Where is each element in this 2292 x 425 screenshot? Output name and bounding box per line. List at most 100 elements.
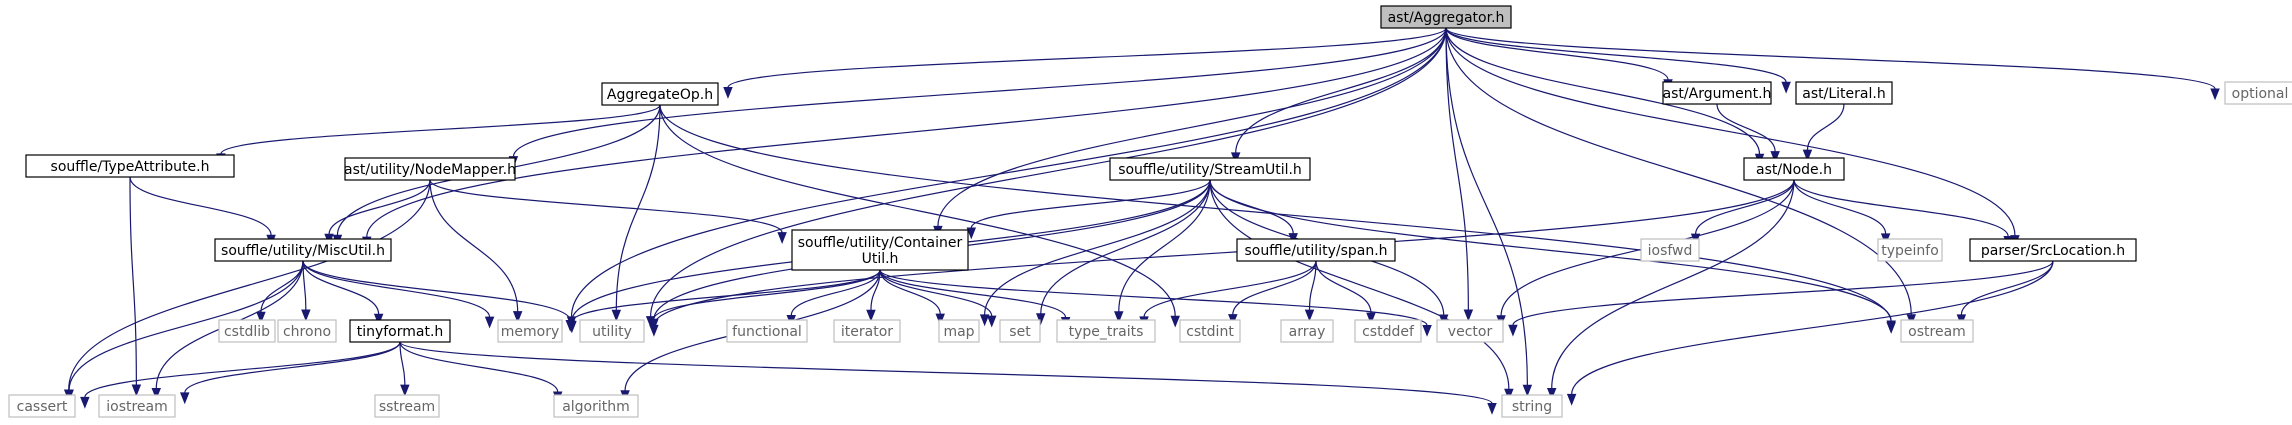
node-label: utility (592, 324, 632, 340)
dependency-edge (1445, 27, 1533, 397)
node-cstdlib: cstdlib (218, 319, 276, 343)
node-label: typeinfo (1881, 243, 1939, 259)
node-tinyformat-h[interactable]: tinyformat.h (349, 319, 451, 343)
node-ast-utility-nodemapper-h[interactable]: ast/utility/NodeMapper.h (344, 157, 516, 181)
dependency-edge (1508, 260, 2054, 337)
node-label: souffle/TypeAttribute.h (51, 159, 210, 175)
dependency-edge (1445, 27, 2220, 101)
node-optional: optional (2224, 81, 2292, 105)
node-array: array (1280, 319, 1334, 343)
dependency-edge (659, 104, 1180, 328)
dependency-edge (1304, 260, 1317, 322)
dependency-edge (966, 179, 1211, 240)
node-parser-srclocation-h[interactable]: parser/SrcLocation.h (1969, 238, 2137, 262)
node-aggregateop-h[interactable]: AggregateOp.h (601, 82, 719, 106)
dependency-edge (879, 269, 997, 328)
node-label: optional (2232, 86, 2289, 102)
node-string: string (1501, 394, 1563, 418)
dependency-edge (216, 104, 661, 166)
dependency-edge (649, 269, 881, 331)
node-souffle-utility-span-h[interactable]: souffle/utility/span.h (1236, 238, 1396, 262)
node-ast-argument-h[interactable]: ast/Argument.h (1662, 81, 1772, 105)
dependency-edge (1690, 179, 1795, 246)
node-label: iterator (841, 324, 893, 340)
node-memory: memory (497, 319, 563, 343)
dependency-edge (399, 341, 410, 397)
node-label: ostream (1908, 324, 1966, 340)
dependency-edge (302, 260, 495, 329)
dependency-edge (429, 179, 787, 245)
node-ostream: ostream (1900, 319, 1974, 343)
node-label: array (1289, 324, 1326, 340)
node-label: chrono (283, 324, 331, 340)
node-ast-literal-h[interactable]: ast/Literal.h (1795, 81, 1893, 105)
dependency-edge (324, 179, 431, 246)
node-label: ast/utility/NodeMapper.h (344, 162, 516, 178)
node-label: memory (501, 324, 560, 340)
dependency-edge (1716, 103, 1780, 164)
dependency-edge (1445, 27, 1474, 322)
dependency-edge (1445, 27, 1673, 92)
dependency-edge (879, 269, 1432, 337)
dependency-edge (1445, 27, 1791, 94)
node-souffle-typeattribute-h[interactable]: souffle/TypeAttribute.h (25, 154, 235, 178)
node-label: tinyformat.h (357, 324, 444, 340)
node-label: type_traits (1069, 324, 1144, 340)
node-label: functional (732, 324, 802, 340)
node-label: AggregateOp.h (607, 87, 713, 103)
node-iostream: iostream (98, 394, 176, 418)
node-label: cstddef (1362, 324, 1415, 340)
dependency-edge (1036, 179, 1211, 326)
node-iosfwd: iosfwd (1640, 238, 1700, 262)
node-cstdint: cstdint (1179, 319, 1241, 343)
node-cstddef: cstddef (1354, 319, 1422, 343)
node-label: cstdlib (224, 324, 270, 340)
node-sstream: sstream (374, 394, 440, 418)
node-souffle-utility-miscutil-h[interactable]: souffle/utility/MiscUtil.h (214, 238, 392, 262)
dependency-edge (1228, 260, 1317, 326)
edge-layer (63, 27, 2220, 415)
dependency-edge (63, 179, 431, 402)
node-vector: vector (1436, 319, 1504, 343)
dependency-edge (1315, 260, 1376, 325)
dependency-edge (1547, 179, 1795, 400)
dependency-edge (1802, 103, 1845, 162)
dependency-edge (399, 341, 1497, 415)
node-label: souffle/utility/Container (798, 235, 963, 251)
dependency-edge (129, 176, 142, 397)
node-label: ast/Aggregator.h (1388, 10, 1505, 26)
node-souffle-utility-streamutil-h[interactable]: souffle/utility/StreamUtil.h (1109, 157, 1311, 181)
node-label: ast/Literal.h (1802, 86, 1885, 102)
dependency-edge (302, 260, 384, 326)
node-label: souffle/utility/StreamUtil.h (1118, 162, 1302, 178)
node-label: parser/SrcLocation.h (1981, 243, 2125, 259)
dependency-edge (129, 176, 276, 247)
node-label: sstream (379, 399, 435, 415)
dependency-edge (879, 269, 945, 326)
dependency-edge (723, 27, 1447, 99)
dependency-edge (611, 104, 661, 322)
node-label: iostream (106, 399, 168, 415)
node-type-traits: type_traits (1056, 319, 1156, 343)
node-label: cstdint (1186, 324, 1234, 340)
dependency-edge (80, 341, 401, 409)
node-label: cassert (17, 399, 68, 415)
node-label: souffle/utility/span.h (1244, 243, 1387, 259)
node-label: vector (1448, 324, 1493, 340)
node-utility: utility (579, 319, 645, 343)
dependency-edge (399, 341, 563, 404)
dependency-edge (429, 179, 523, 324)
dependency-edge (1566, 260, 2054, 406)
dependency-edge (1114, 179, 1211, 324)
node-label: string (1512, 399, 1552, 415)
node-label: ast/Node.h (1756, 162, 1832, 178)
node-label: algorithm (562, 399, 630, 415)
node-ast-node-h[interactable]: ast/Node.h (1743, 157, 1845, 181)
node-iterator: iterator (833, 319, 901, 343)
node-cassert: cassert (8, 394, 76, 418)
node-ast-aggregator-h: ast/Aggregator.h (1380, 5, 1512, 29)
node-set: set (999, 319, 1041, 343)
